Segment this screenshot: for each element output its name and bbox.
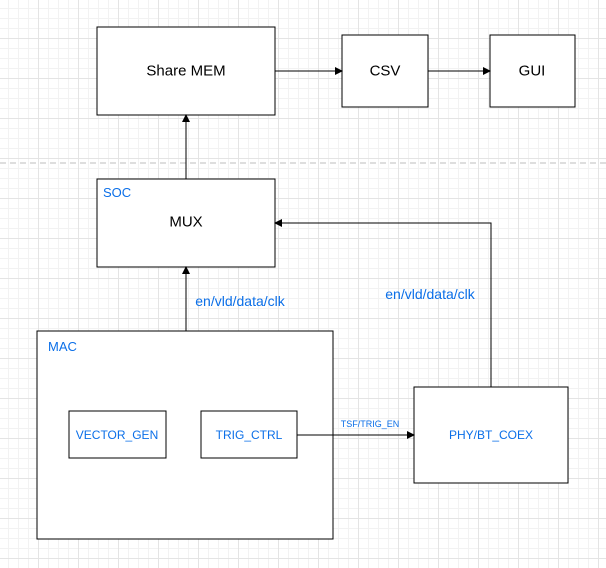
gui-label: GUI (518, 62, 546, 80)
csv-box[interactable] (341, 34, 429, 108)
soc-container-label: SOC (103, 185, 132, 200)
phy-bt-coex-label: PHY/BT_COEX (448, 428, 534, 442)
share-mem-label: Share MEM (146, 62, 226, 80)
edge-label-phy-to-mux: en/vld/data/clk (385, 286, 475, 302)
edge-phy-to-mux (274, 219, 492, 387)
trig-ctrl-label: TRIG_CTRL (215, 428, 283, 442)
vector-gen-box[interactable] (68, 410, 167, 459)
edge-label-mac-to-mux: en/vld/data/clk (195, 293, 285, 309)
csv-label: CSV (369, 62, 401, 80)
vector-gen-label: VECTOR_GEN (75, 428, 159, 442)
gui-box[interactable] (489, 34, 576, 108)
edge-label-trig-to-phy: TSF/TRIG_EN (340, 419, 400, 429)
mux-label: MUX (169, 213, 203, 231)
mac-container-label: MAC (48, 339, 77, 354)
phy-bt-coex-box[interactable] (413, 386, 569, 484)
